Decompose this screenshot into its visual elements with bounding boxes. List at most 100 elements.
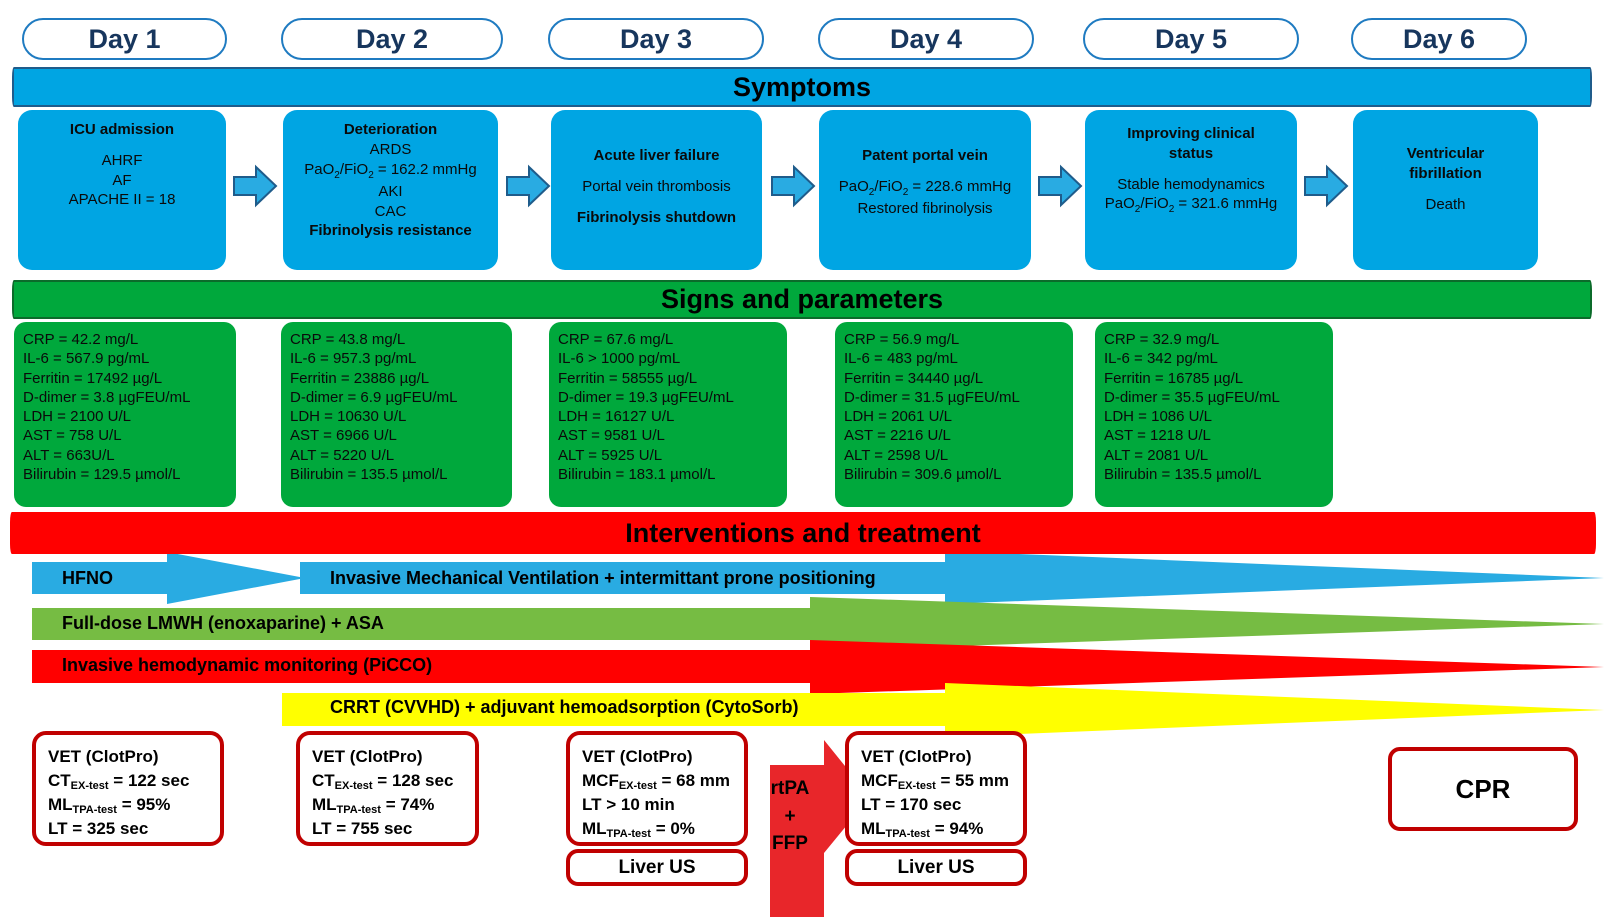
symptom-title: Ventricular xyxy=(1406,145,1485,162)
lab-row: ALT = 2081 U/L xyxy=(1104,446,1209,464)
interventions-banner: Interventions and treatment xyxy=(10,512,1596,554)
signs-banner-label: Signs and parameters xyxy=(660,284,944,314)
lab-row: LDH = 1086 U/L xyxy=(1104,408,1212,426)
lab-row: CRP = 67.6 mg/L xyxy=(558,331,674,348)
day-header-4: Day 4 xyxy=(818,18,1034,60)
signs-banner: Signs and parameters xyxy=(12,280,1592,319)
lab-box-day3: CRP = 67.6 mg/L IL-6 > 1000 pg/mL Ferrit… xyxy=(549,322,787,507)
vet-title: VET (ClotPro) xyxy=(861,747,972,766)
vet-box-day2: VET (ClotPro) CTEX-test = 128 sec MLTPA-… xyxy=(296,731,479,846)
lab-row: Bilirubin = 183.1 µmol/L xyxy=(558,465,716,483)
symptom-line: AF xyxy=(112,171,132,189)
day-header-2: Day 2 xyxy=(281,18,503,60)
flow-arrow-1-to-2 xyxy=(233,164,278,208)
flow-arrow-5-to-6 xyxy=(1304,164,1349,208)
vet-row-lt: LT = 755 sec xyxy=(312,819,413,839)
lab-row: Bilirubin = 135.5 µmol/L xyxy=(290,465,448,483)
symptom-box-day1: ICU admission AHRF AF APACHE II = 18 xyxy=(18,110,226,270)
lab-row: IL-6 = 567.9 pg/mL xyxy=(23,350,150,368)
lab-row: IL-6 = 342 pg/mL xyxy=(1104,350,1218,368)
vet-row-ml: MLTPA-test = 94% xyxy=(861,819,984,841)
day-header-label: Day 4 xyxy=(889,23,963,54)
lab-row: IL-6 = 957.3 pg/mL xyxy=(290,350,417,368)
symptom-line: AHRF xyxy=(101,151,143,169)
lmwh-bar xyxy=(32,597,1604,651)
symptom-title: Deterioration xyxy=(343,121,438,138)
day-header-3: Day 3 xyxy=(548,18,764,60)
lab-row: D-dimer = 19.3 µgFEU/mL xyxy=(558,388,734,406)
symptom-title: ICU admission xyxy=(69,121,175,138)
lab-row: LDH = 2061 U/L xyxy=(844,408,952,426)
symptom-line: Fibrinolysis resistance xyxy=(309,222,472,240)
lab-row: CRP = 32.9 mg/L xyxy=(1104,331,1220,348)
vet-row-lt: LT > 10 min xyxy=(582,795,675,815)
vet-row-mcf: MCFEX-test = 68 mm xyxy=(582,771,730,793)
crrt-label: CRRT (CVVHD) + adjuvant hemoadsorption (… xyxy=(330,697,799,717)
symptom-line: APACHE II = 18 xyxy=(68,191,176,209)
vet-title: VET (ClotPro) xyxy=(582,747,693,766)
lab-row: ALT = 663U/L xyxy=(23,446,115,464)
lab-box-day1: CRP = 42.2 mg/L IL-6 = 567.9 pg/mL Ferri… xyxy=(14,322,236,507)
vet-row-lt: LT = 170 sec xyxy=(861,795,962,815)
crrt-bar xyxy=(282,683,1604,737)
lab-box-day2: CRP = 43.8 mg/L IL-6 = 957.3 pg/mL Ferri… xyxy=(281,322,512,507)
vet-row-ct: CTEX-test = 128 sec xyxy=(312,771,454,793)
interventions-banner-label: Interventions and treatment xyxy=(625,517,981,548)
day-header-label: Day 1 xyxy=(88,23,161,54)
day-header-label: Day 3 xyxy=(619,23,693,54)
cpr-box-day6: CPR xyxy=(1388,747,1578,831)
liver-us-box-day3: Liver US xyxy=(566,849,748,886)
symptom-box-day4: Patent portal vein PaO2/FiO2 = 228.6 mmH… xyxy=(819,110,1031,270)
lab-row: CRP = 56.9 mg/L xyxy=(844,331,960,348)
symptom-box-day3: Acute liver failure Portal vein thrombos… xyxy=(551,110,762,270)
vet-box-day3: VET (ClotPro) MCFEX-test = 68 mm LT > 10… xyxy=(566,731,748,846)
flow-arrow-4-to-5 xyxy=(1038,164,1083,208)
lab-row: Ferritin = 17492 µg/L xyxy=(23,369,163,387)
symptom-box-day5: Improving clinical status Stable hemodyn… xyxy=(1085,110,1297,270)
flow-arrow-2-to-3 xyxy=(506,164,551,208)
lab-row: D-dimer = 3.8 µgFEU/mL xyxy=(23,388,191,406)
symptom-title-cont: status xyxy=(1168,144,1214,162)
symptoms-banner: Symptoms xyxy=(12,67,1592,107)
day-header-label: Day 6 xyxy=(1402,23,1476,54)
lab-row: AST = 9581 U/L xyxy=(558,427,665,445)
liver-us-box-day4: Liver US xyxy=(845,849,1027,886)
day-header-5: Day 5 xyxy=(1083,18,1299,60)
lmwh-label: Full-dose LMWH (enoxaparine) + ASA xyxy=(62,613,384,633)
lab-row: CRP = 43.8 mg/L xyxy=(290,331,406,348)
symptom-title: Acute liver failure xyxy=(593,147,720,164)
lab-row: Ferritin = 23886 µg/L xyxy=(290,369,430,387)
picco-label: Invasive hemodynamic monitoring (PiCCO) xyxy=(62,655,433,675)
symptom-line-pao2: PaO2/FiO2 = 228.6 mmHg xyxy=(838,177,1012,198)
imv-bar xyxy=(300,551,1604,604)
lab-row: ALT = 5925 U/L xyxy=(558,446,663,464)
vet-title: VET (ClotPro) xyxy=(312,747,423,766)
lab-box-day4: CRP = 56.9 mg/L IL-6 = 483 pg/mL Ferriti… xyxy=(835,322,1073,507)
lab-row: IL-6 = 483 pg/mL xyxy=(844,350,958,368)
lab-row: Ferritin = 58555 µg/L xyxy=(558,369,698,387)
hfno-label: HFNO xyxy=(62,568,113,588)
vet-row-ml: MLTPA-test = 95% xyxy=(48,795,171,817)
lab-row: LDH = 2100 U/L xyxy=(23,408,131,426)
symptom-line: CAC xyxy=(374,202,407,220)
symptom-line-pao2: PaO2/FiO2 = 321.6 mmHg xyxy=(1104,195,1278,216)
lab-row: LDH = 16127 U/L xyxy=(558,408,675,426)
symptom-title-cont: fibrillation xyxy=(1409,164,1482,182)
lab-row: D-dimer = 6.9 µgFEU/mL xyxy=(290,388,458,406)
lab-row: Bilirubin = 129.5 µmol/L xyxy=(23,465,181,483)
flow-arrow-3-to-4 xyxy=(771,164,816,208)
lab-row: IL-6 > 1000 pg/mL xyxy=(558,350,681,368)
symptom-line: Death xyxy=(1425,195,1466,213)
lab-row: D-dimer = 35.5 µgFEU/mL xyxy=(1104,388,1280,406)
symptom-line: Fibrinolysis shutdown xyxy=(576,208,737,226)
vet-row-ml: MLTPA-test = 0% xyxy=(582,819,695,841)
lab-row: CRP = 42.2 mg/L xyxy=(23,331,139,348)
symptom-box-day6: Ventricular fibrillation Death xyxy=(1353,110,1538,270)
lab-row: Ferritin = 16785 µg/L xyxy=(1104,369,1244,387)
vet-box-day1: VET (ClotPro) CTEX-test = 122 sec MLTPA-… xyxy=(32,731,224,846)
symptom-title: Patent portal vein xyxy=(862,147,988,164)
lab-row: AST = 6966 U/L xyxy=(290,427,397,445)
day-header-label: Day 5 xyxy=(1154,23,1228,54)
